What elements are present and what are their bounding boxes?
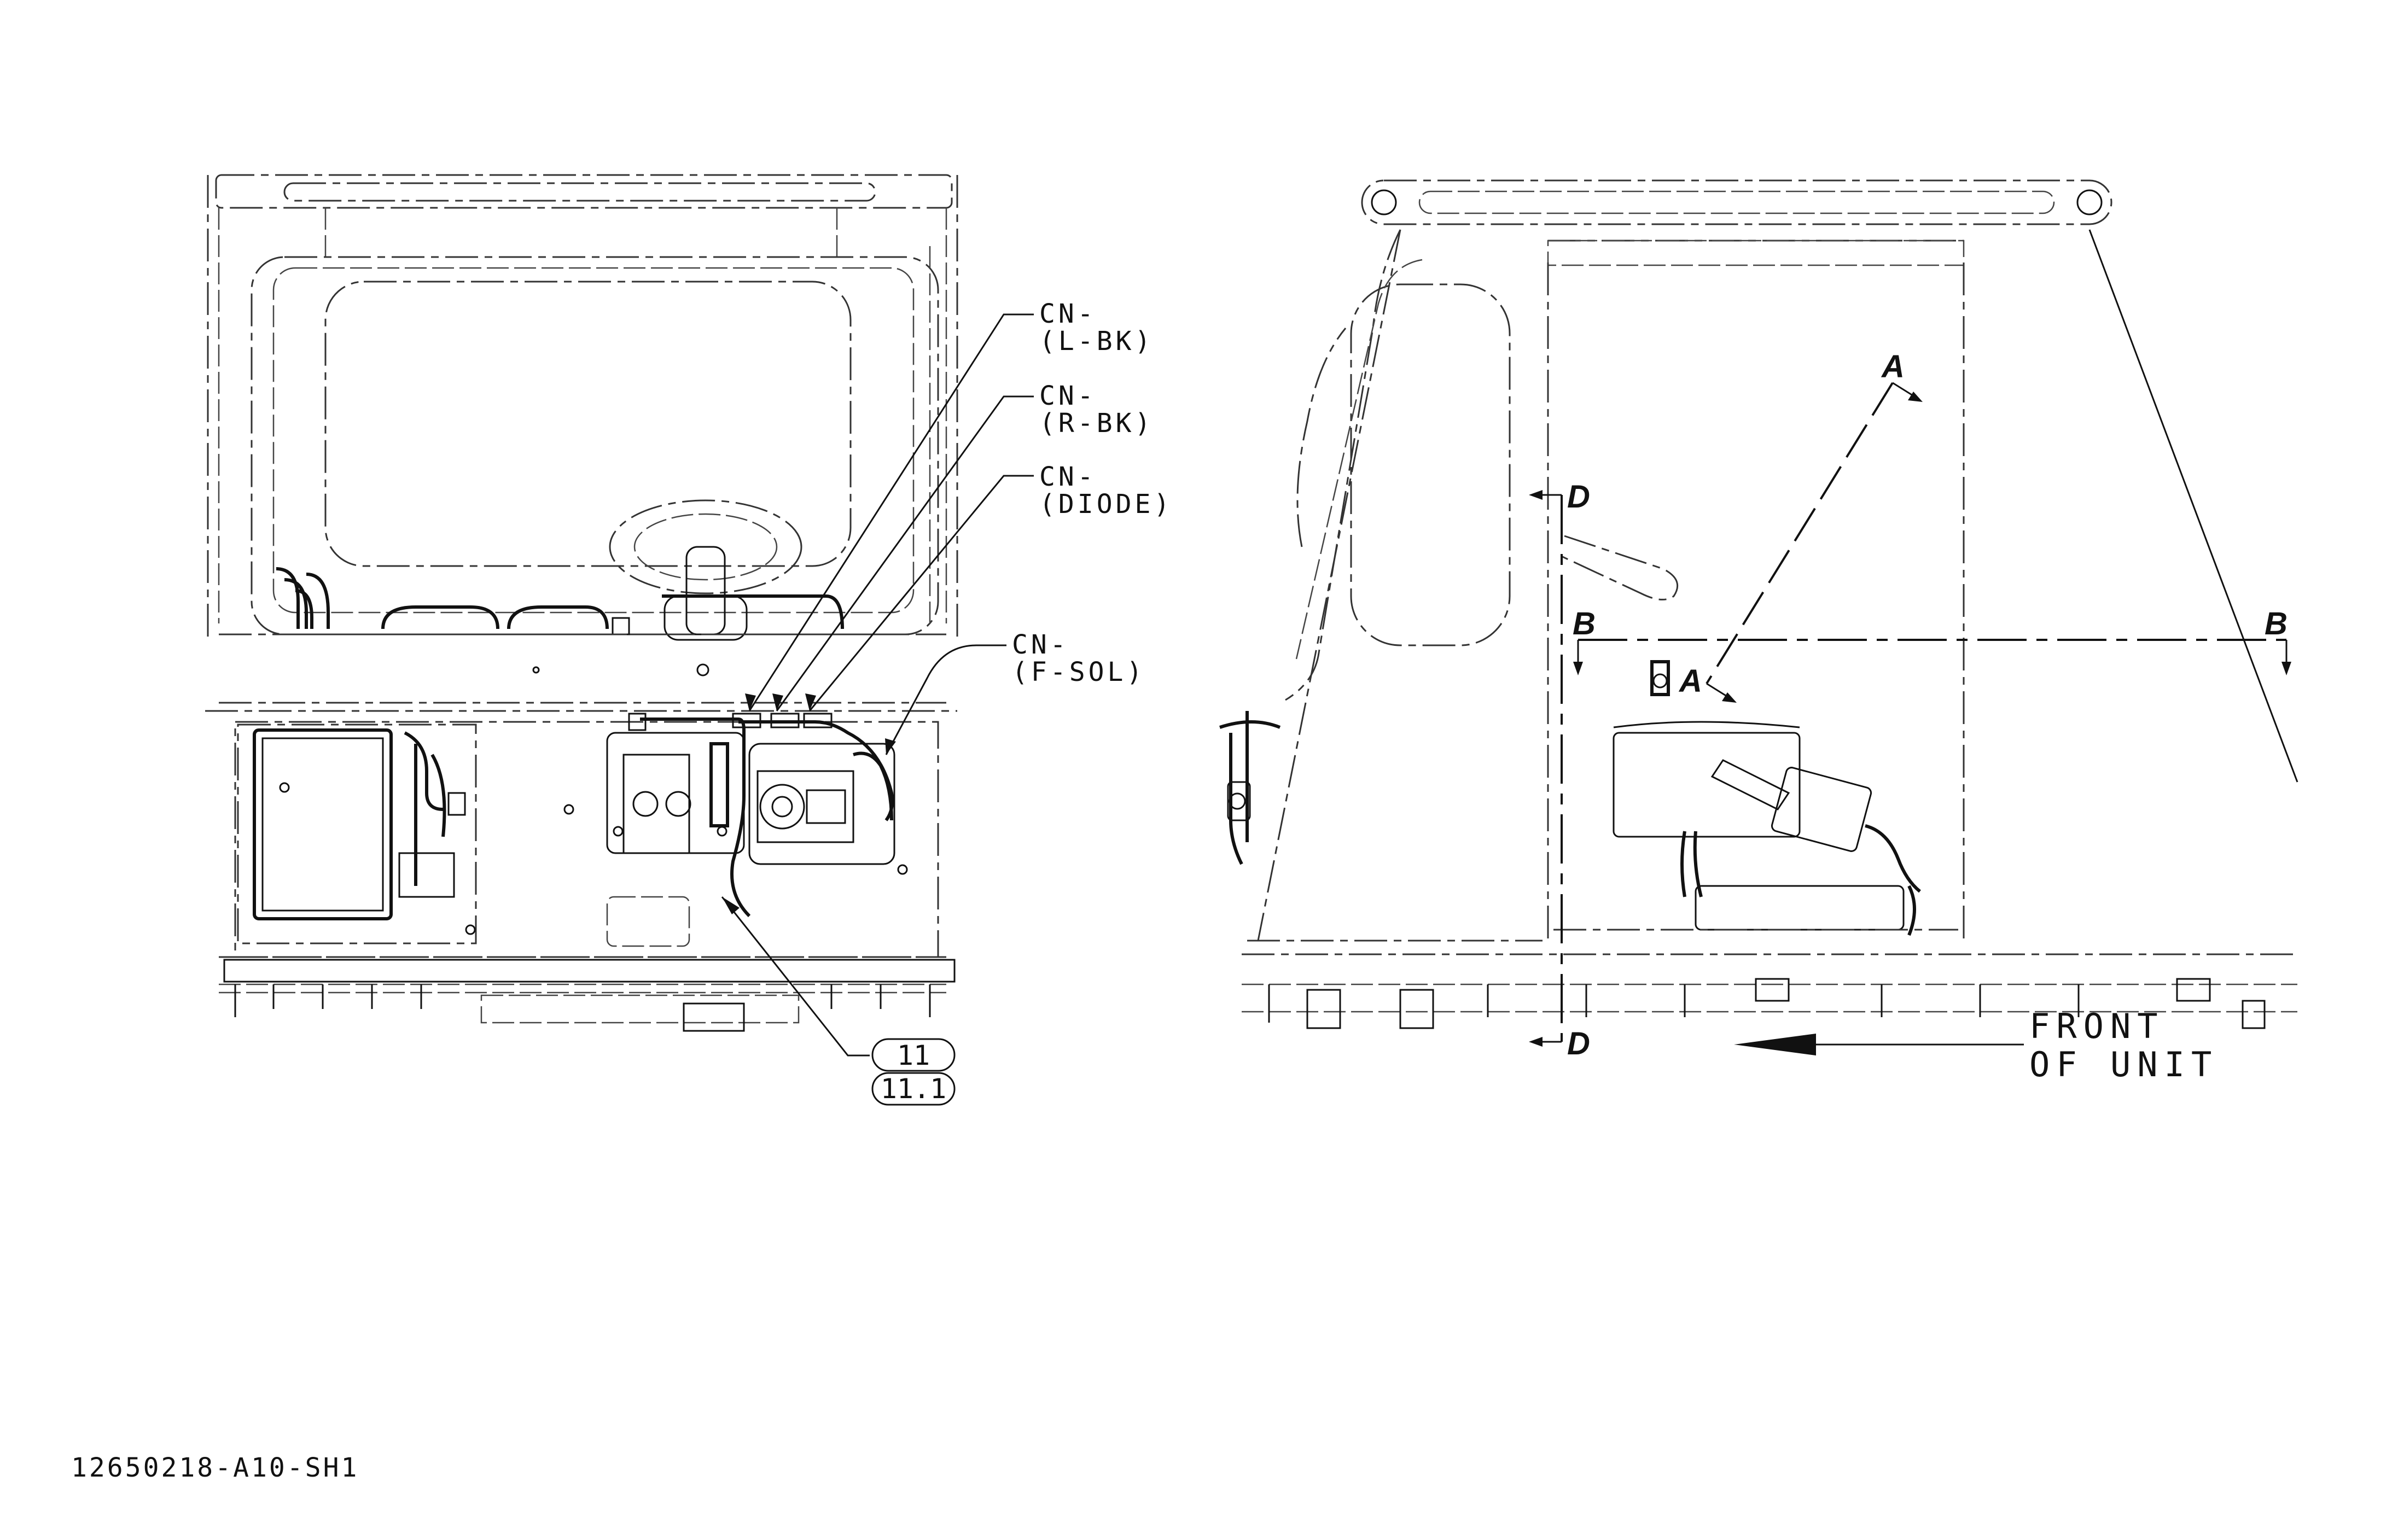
section-plane-b: B B (1573, 606, 2291, 675)
side-view (1219, 179, 2298, 1029)
callout-cn-f-sol: CN- (F-SOL) (1012, 629, 1145, 687)
svg-text:CN-: CN- (1039, 381, 1097, 411)
callout-cn-diode: CN- (DIODE) (1039, 462, 1173, 520)
svg-text:11: 11 (897, 1040, 930, 1071)
svg-text:CN-: CN- (1012, 629, 1069, 660)
svg-text:OF UNIT: OF UNIT (2029, 1045, 2218, 1084)
callout-cn-r-bk: CN- (R-BK) (1039, 381, 1154, 439)
svg-text:11.1: 11.1 (881, 1073, 946, 1105)
section-label-a-top: A (1881, 349, 1905, 384)
section-plane-a: A A (1678, 349, 1923, 703)
svg-text:(R-BK): (R-BK) (1039, 408, 1154, 439)
section-label-b-right: B (2265, 606, 2288, 641)
section-plane-d: D D (1529, 479, 1590, 1061)
rear-view (205, 174, 1034, 1057)
section-label-b-left: B (1573, 606, 1596, 641)
section-label-d-bottom: D (1567, 1026, 1590, 1061)
svg-text:FRONT: FRONT (2029, 1006, 2164, 1046)
front-of-unit-indicator: FRONT OF UNIT (1734, 1006, 2218, 1084)
svg-text:CN-: CN- (1039, 462, 1097, 492)
callout-cn-l-bk: CN- (L-BK) (1039, 299, 1154, 357)
section-label-d-top: D (1567, 479, 1590, 515)
svg-text:CN-: CN- (1039, 299, 1097, 329)
item-bubble-11: 11 (871, 1038, 956, 1072)
item-bubble-11-1: 11.1 (871, 1072, 956, 1106)
svg-text:(DIODE): (DIODE) (1039, 489, 1173, 520)
front-arrow-icon (1734, 1034, 1816, 1055)
section-label-a-bottom: A (1678, 663, 1702, 699)
svg-text:(F-SOL): (F-SOL) (1012, 657, 1145, 687)
svg-text:(L-BK): (L-BK) (1039, 326, 1154, 357)
drawing-number: 12650218-A10-SH1 (71, 1452, 359, 1483)
